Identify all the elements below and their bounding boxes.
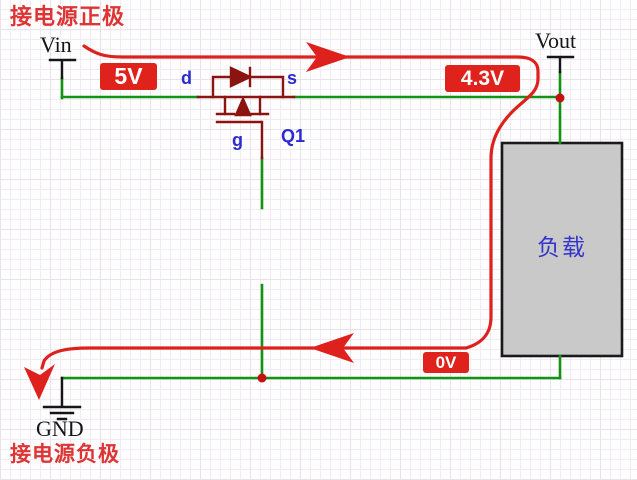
mosfet-body-diode-loop [211,75,285,99]
voltage-badge-output: 4.3V [445,65,520,92]
current-flow-annotation [24,42,540,400]
port-label-vin: Vin [40,32,72,57]
mosfet-arrow-icon [234,96,252,117]
port-label-vout: Vout [535,28,577,53]
current-arrow-down-icon [24,364,55,400]
port-label-gnd: GND [36,416,84,441]
voltage-badge-input: 5V [100,63,157,90]
mosfet-symbol [196,66,296,160]
current-arrow-right-icon [306,42,350,72]
body-diode-triangle-icon [229,66,253,88]
load-label: 负载 [537,234,587,260]
mosfet-drain-label: d [181,68,192,88]
junction-dot-gate [257,373,267,383]
voltage-badge-return: 0V [423,352,469,373]
vout-pin [546,55,575,74]
mosfet-designator: Q1 [281,126,306,146]
ground-symbol [42,376,82,421]
negative-terminal-note: 接电源负极 [10,443,120,466]
mosfet-channel-taps [223,95,262,116]
current-flow-path [40,44,540,370]
green-wire-network [60,70,562,380]
positive-terminal-note: 接电源正极 [10,4,126,29]
mosfet-source-label: s [287,68,298,88]
mosfet-gate-label: g [232,130,243,150]
current-arrow-left-icon [310,333,354,363]
vin-pin [48,58,77,80]
junction-dot-vout [555,93,565,103]
load-box [500,141,624,358]
port-pins [42,55,575,421]
